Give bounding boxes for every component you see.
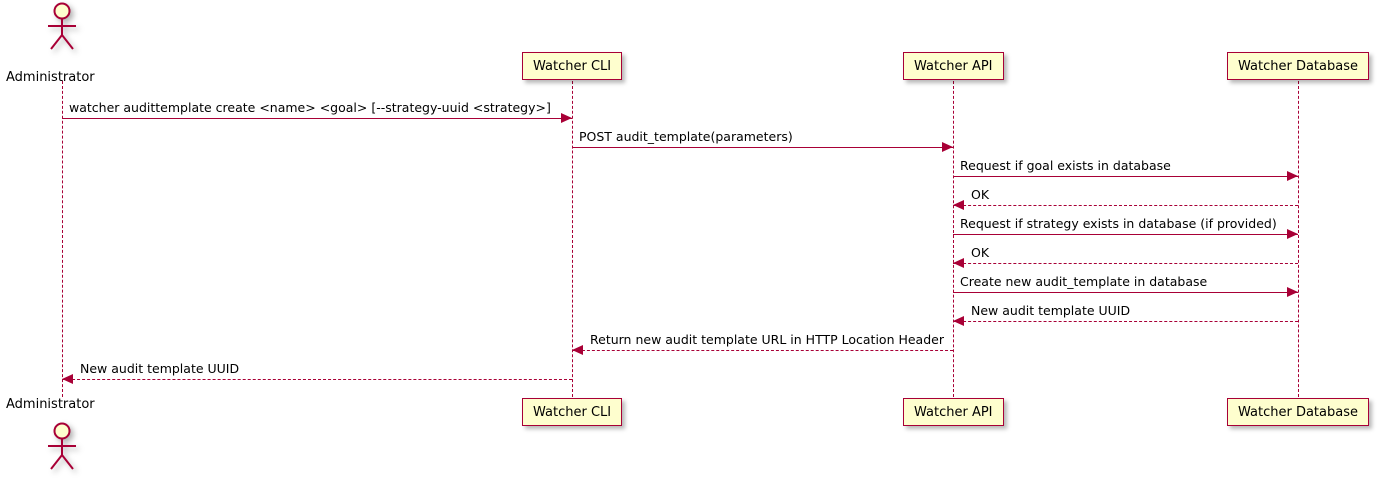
message-label-10: New audit template UUID — [80, 361, 240, 376]
message-label-3: Request if goal exists in database — [960, 158, 1171, 173]
message-label-6: OK — [971, 245, 990, 260]
arrow-head-7 — [1287, 287, 1298, 297]
message-line-5 — [953, 234, 1298, 235]
arrow-head-1 — [561, 113, 572, 123]
actor-figure-icon — [48, 2, 76, 50]
lifeline-watcher-api — [953, 81, 954, 397]
lifeline-watcher-cli — [572, 81, 573, 397]
arrow-head-3 — [1287, 171, 1298, 181]
message-label-8: New audit template UUID — [971, 303, 1131, 318]
participant-watcher-cli-bottom[interactable]: Watcher CLI — [522, 398, 623, 426]
message-line-7 — [953, 292, 1298, 293]
lifeline-watcher-database — [1298, 81, 1299, 397]
participant-watcher-cli-top[interactable]: Watcher CLI — [522, 52, 623, 80]
participant-watcher-api-top[interactable]: Watcher API — [903, 52, 1004, 80]
message-line-9 — [572, 350, 953, 351]
actor-label-administrator-top: Administrator — [6, 70, 95, 85]
arrow-head-8 — [953, 316, 964, 326]
message-line-6 — [953, 263, 1298, 264]
arrow-head-9 — [572, 345, 583, 355]
message-line-3 — [953, 176, 1298, 177]
arrow-head-6 — [953, 258, 964, 268]
message-label-2: POST audit_template(parameters) — [579, 129, 793, 144]
message-label-1: watcher audittemplate create <name> <goa… — [69, 100, 551, 115]
participant-watcher-database-top[interactable]: Watcher Database — [1227, 52, 1369, 80]
message-label-9: Return new audit template URL in HTTP Lo… — [590, 332, 944, 347]
actor-figure-icon — [48, 422, 76, 470]
actor-administrator-top — [40, 2, 84, 56]
participant-watcher-database-bottom[interactable]: Watcher Database — [1227, 398, 1369, 426]
message-line-1 — [62, 118, 572, 119]
arrow-head-2 — [942, 142, 953, 152]
lifeline-administrator — [62, 81, 63, 397]
message-line-4 — [953, 205, 1298, 206]
message-label-7: Create new audit_template in database — [960, 274, 1208, 289]
message-line-10 — [62, 379, 572, 380]
participant-watcher-api-bottom[interactable]: Watcher API — [903, 398, 1004, 426]
message-line-2 — [572, 147, 953, 148]
arrow-head-10 — [62, 374, 73, 384]
arrow-head-5 — [1287, 229, 1298, 239]
message-label-4: OK — [971, 187, 990, 202]
arrow-head-4 — [953, 200, 964, 210]
actor-label-administrator-bottom: Administrator — [6, 397, 95, 412]
message-label-5: Request if strategy exists in database (… — [960, 216, 1277, 231]
actor-administrator-bottom — [40, 422, 84, 476]
message-line-8 — [953, 321, 1298, 322]
